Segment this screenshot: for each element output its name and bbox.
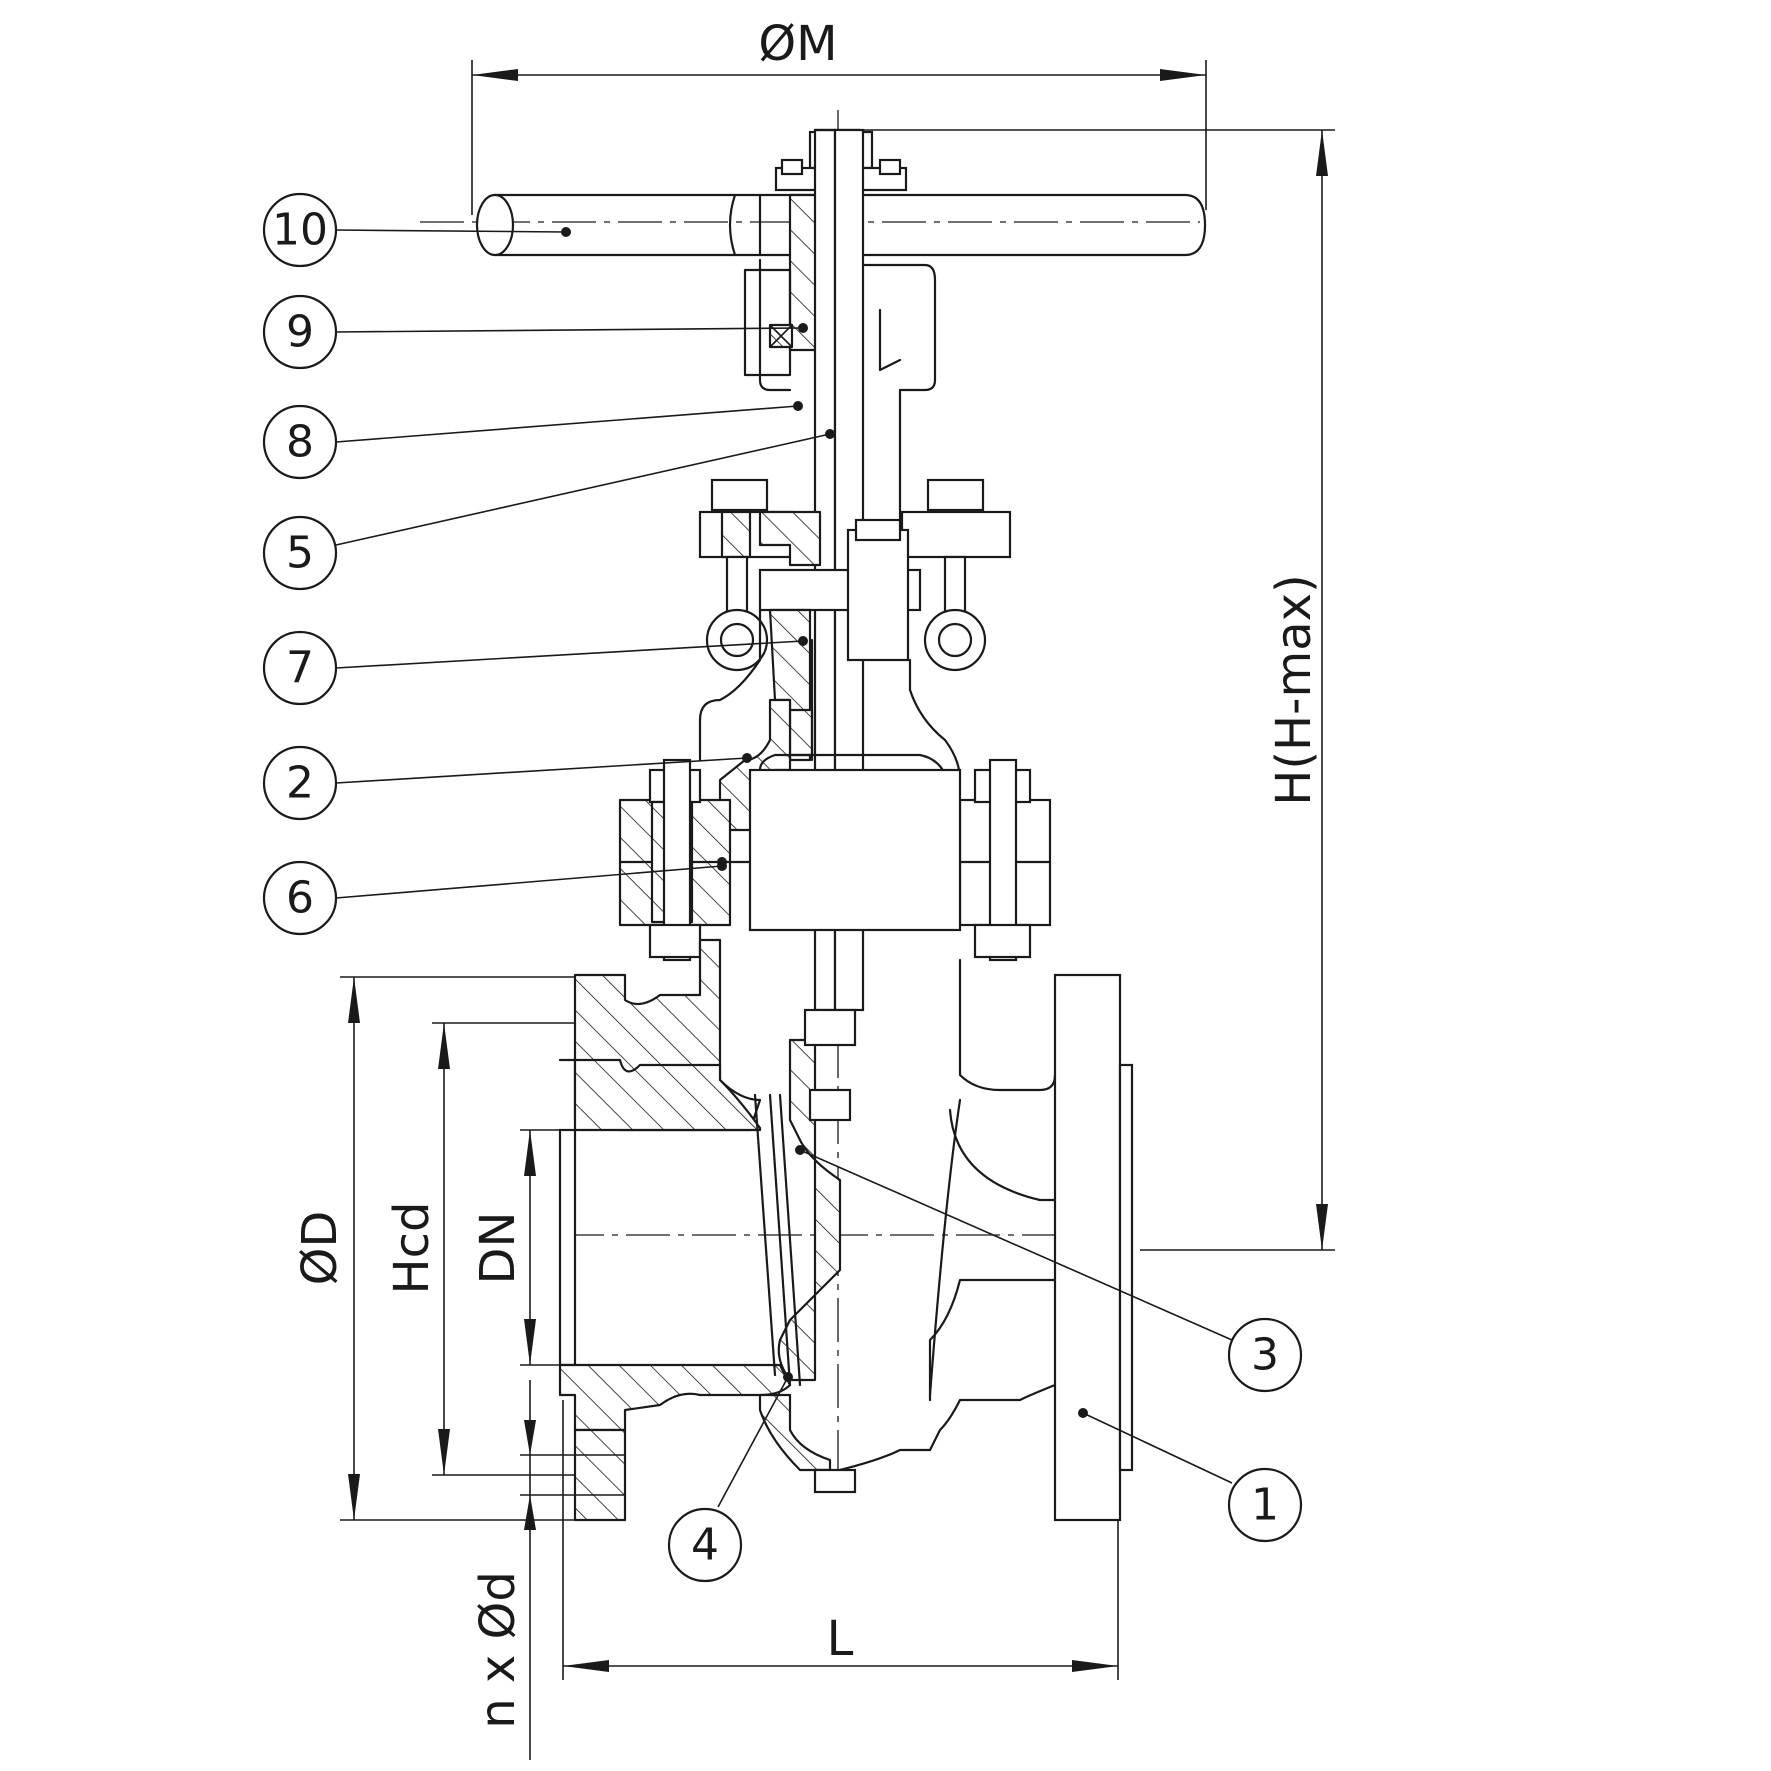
dimension-dn-label: DN xyxy=(470,1212,526,1285)
dimension-d: ØD xyxy=(292,976,575,1521)
balloon-7-label: 7 xyxy=(286,643,314,694)
dimension-h: H(H-max) xyxy=(860,129,1335,1251)
leader-lines xyxy=(335,227,1233,1508)
balloon-1: 1 xyxy=(1227,1467,1303,1543)
balloon-5-label: 5 xyxy=(286,528,314,579)
dimension-m-label: ØM xyxy=(758,16,837,72)
balloon-8-label: 8 xyxy=(286,417,314,468)
balloon-9: 9 xyxy=(262,294,338,370)
balloon-5: 5 xyxy=(262,515,338,591)
dimension-m: ØM xyxy=(471,16,1207,215)
balloon-8: 8 xyxy=(262,404,338,480)
balloon-2: 2 xyxy=(262,745,338,821)
balloon-6-label: 6 xyxy=(286,873,314,924)
balloon-6: 6 xyxy=(262,860,338,936)
balloon-10-label: 10 xyxy=(272,205,328,256)
balloon-1-label: 1 xyxy=(1251,1480,1279,1531)
balloon-4: 4 xyxy=(667,1507,743,1583)
dimension-d-label: ØD xyxy=(292,1211,348,1286)
dimension-h-label: H(H-max) xyxy=(1266,574,1322,806)
balloon-7: 7 xyxy=(262,630,338,706)
gland-assembly xyxy=(698,478,1012,672)
dimension-hcd: Hcd xyxy=(384,1022,575,1476)
balloon-4-label: 4 xyxy=(691,1520,719,1571)
balloon-3: 3 xyxy=(1227,1317,1303,1393)
balloon-3-label: 3 xyxy=(1251,1330,1279,1381)
dimension-nd-label: n x Ød xyxy=(470,1571,526,1729)
dimension-nd: n x Ød xyxy=(470,1380,625,1760)
bonnet xyxy=(618,608,1052,962)
dimension-l: L xyxy=(562,1400,1119,1680)
dimension-l-label: L xyxy=(827,1611,854,1667)
balloon-2-label: 2 xyxy=(286,758,314,809)
dimension-hcd-label: Hcd xyxy=(384,1202,440,1295)
valve-body xyxy=(558,938,1134,1522)
dimension-dn: DN xyxy=(470,1129,560,1366)
balloon-9-label: 9 xyxy=(286,307,314,358)
balloon-10: 10 xyxy=(262,192,338,268)
